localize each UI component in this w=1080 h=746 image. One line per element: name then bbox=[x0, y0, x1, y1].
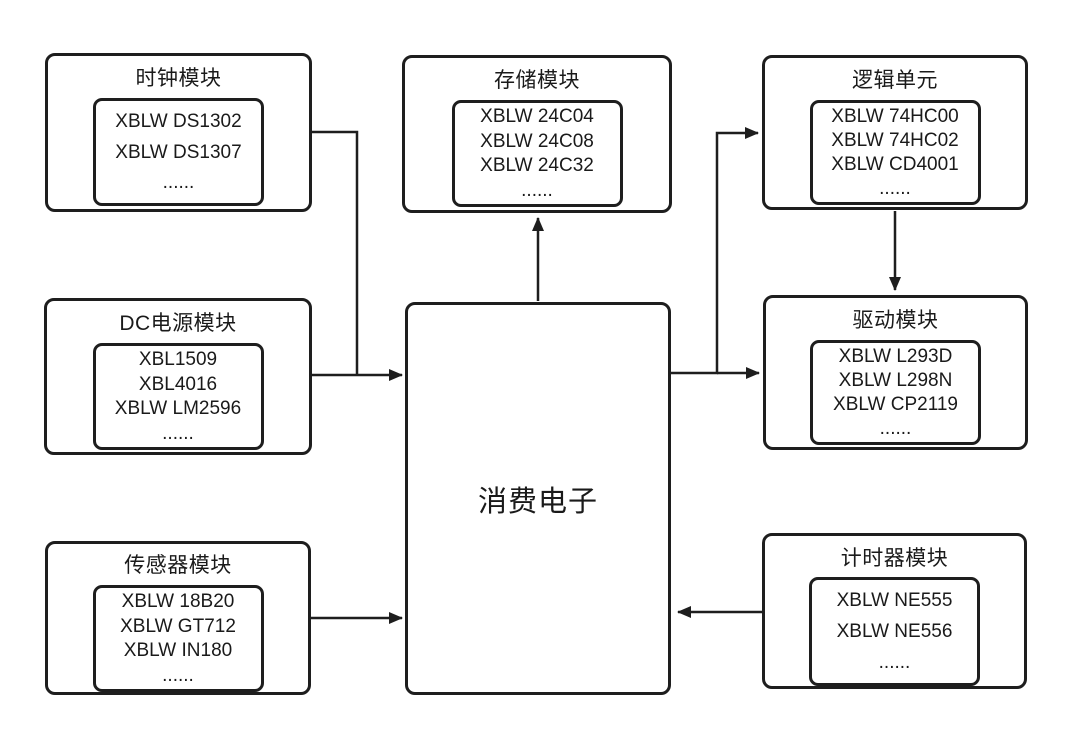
chip-item: XBLW 74HC00 bbox=[831, 106, 959, 127]
chip-item: XBL1509 bbox=[138, 349, 218, 371]
module-driver: 驱动模块 XBLW L293D XBLW L298N XBLW CP2119....… bbox=[763, 295, 1028, 450]
module-logic-title: 逻辑单元 bbox=[852, 69, 938, 92]
chip-item: XBLW CD4001 bbox=[831, 154, 959, 175]
chip-item: XBLW GT712 bbox=[120, 615, 236, 637]
connector-clock-elbow bbox=[312, 130, 359, 374]
chip-item: XBLW 74HC02 bbox=[831, 130, 959, 151]
chip-item: ...... bbox=[162, 172, 195, 194]
chip-item: XBLW 18B20 bbox=[121, 591, 235, 613]
chip-item: XBLW 24C08 bbox=[480, 130, 594, 152]
chip-item: XBLW DS1302 bbox=[115, 110, 242, 132]
chip-item: ...... bbox=[162, 422, 194, 444]
chip-item: ...... bbox=[162, 664, 194, 686]
module-storage-title: 存储模块 bbox=[494, 69, 580, 92]
module-clock-title: 时钟模块 bbox=[135, 67, 222, 90]
chip-item: XBLW L298N bbox=[838, 370, 953, 391]
arrow-center-to-logic bbox=[670, 127, 759, 375]
chip-item: ...... bbox=[879, 418, 912, 439]
chip-item: XBLW IN180 bbox=[123, 640, 233, 662]
chip-item: XBLW NE555 bbox=[836, 590, 953, 612]
chip-item: ...... bbox=[521, 179, 553, 201]
chip-item: ...... bbox=[878, 652, 911, 674]
chip-item: XBLW CP2119 bbox=[833, 394, 958, 415]
center-node-label: 消费电子 bbox=[477, 485, 598, 518]
module-sensor-title: 传感器模块 bbox=[124, 554, 232, 578]
module-dc-power-title: DC电源模块 bbox=[119, 312, 237, 335]
chip-item: XBLW NE556 bbox=[836, 621, 953, 643]
chip-item: ...... bbox=[879, 178, 911, 199]
chip-item: XBLW 24C04 bbox=[480, 106, 594, 128]
module-timer-title: 计时器模块 bbox=[840, 546, 949, 570]
chip-item: XBLW L293D bbox=[838, 346, 953, 367]
chip-item: XBLW 24C32 bbox=[480, 155, 594, 177]
chip-item: XBL4016 bbox=[138, 373, 218, 395]
center-node-consumer-electronics: 消费电子 bbox=[405, 302, 671, 695]
module-driver-chip-list: XBLW L293D XBLW L298N XBLW CP2119...... bbox=[810, 340, 981, 445]
chip-item: XBLW LM2596 bbox=[114, 398, 242, 420]
module-driver-title: 驱动模块 bbox=[852, 309, 939, 332]
chip-item: XBLW DS1307 bbox=[115, 141, 242, 163]
